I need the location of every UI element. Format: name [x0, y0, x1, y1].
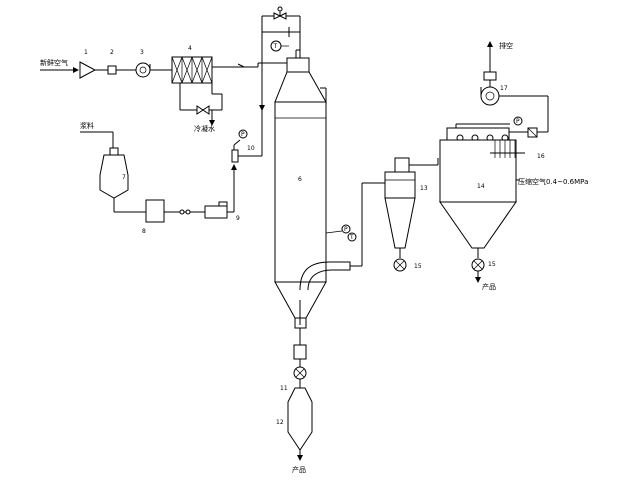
- compressed-air-label: 压缩空气0.4~0.6MPa: [518, 177, 588, 186]
- tag-12: 12: [276, 419, 284, 426]
- pressure-symbol-filter: P: [516, 118, 520, 125]
- exhaust-fan: 17 排空: [480, 41, 513, 106]
- tag-1: 1: [84, 49, 88, 56]
- tag-2: 2: [110, 49, 114, 56]
- product-label-side: 产品: [482, 282, 496, 291]
- fresh-air-label: 新鲜空气: [40, 58, 68, 67]
- bag-filter: 14 15 产品 压缩空气0.4~0.6MPa: [439, 123, 588, 291]
- tag-17: 17: [500, 85, 508, 92]
- tag-11: 11: [280, 385, 288, 392]
- tag-10: 10: [247, 145, 255, 152]
- temp-symbol-tower: T: [349, 234, 354, 241]
- bottom-discharge: 11 12 产品: [276, 328, 313, 474]
- pre-filter: 2: [107, 49, 136, 75]
- hot-air-duct: [212, 6, 301, 111]
- tag-7: 7: [122, 174, 126, 181]
- filter-outlet: P 16: [498, 95, 549, 160]
- tag-14: 14: [477, 183, 485, 190]
- tower-instruments: P T: [325, 224, 357, 242]
- tag-13: 13: [420, 185, 428, 192]
- air-heater: 4: [171, 45, 213, 84]
- exhaust-label: 排空: [499, 41, 513, 50]
- tag-3: 3: [140, 49, 144, 56]
- condensate-piping: 冷凝水: [179, 83, 223, 133]
- temp-symbol-top: T: [273, 43, 278, 50]
- tag-15b: 15: [488, 261, 496, 268]
- fresh-air-line: 新鲜空气: [40, 58, 79, 73]
- spray-dryer-tower: 5 6: [274, 49, 351, 329]
- pressure-symbol-feed: P: [241, 131, 245, 138]
- air-filter: 1: [79, 49, 108, 79]
- cooling-water-label: 冷凝水: [194, 124, 215, 133]
- tag-6: 6: [298, 176, 302, 183]
- pressure-symbol-tower: P: [344, 226, 348, 233]
- slurry-feed: 浆料 7 8 9 P 10: [80, 110, 263, 235]
- temperature-indicator-top: T: [270, 40, 289, 52]
- tag-9: 9: [236, 215, 240, 222]
- tag-15a: 15: [414, 263, 422, 270]
- slurry-label: 浆料: [80, 121, 94, 130]
- tag-8: 8: [142, 228, 146, 235]
- product-label-main: 产品: [292, 465, 306, 474]
- cyclone-separator: 13 15: [350, 157, 439, 272]
- supply-blower: 3: [135, 49, 172, 78]
- tag-4: 4: [188, 45, 192, 52]
- tag-16: 16: [537, 153, 545, 160]
